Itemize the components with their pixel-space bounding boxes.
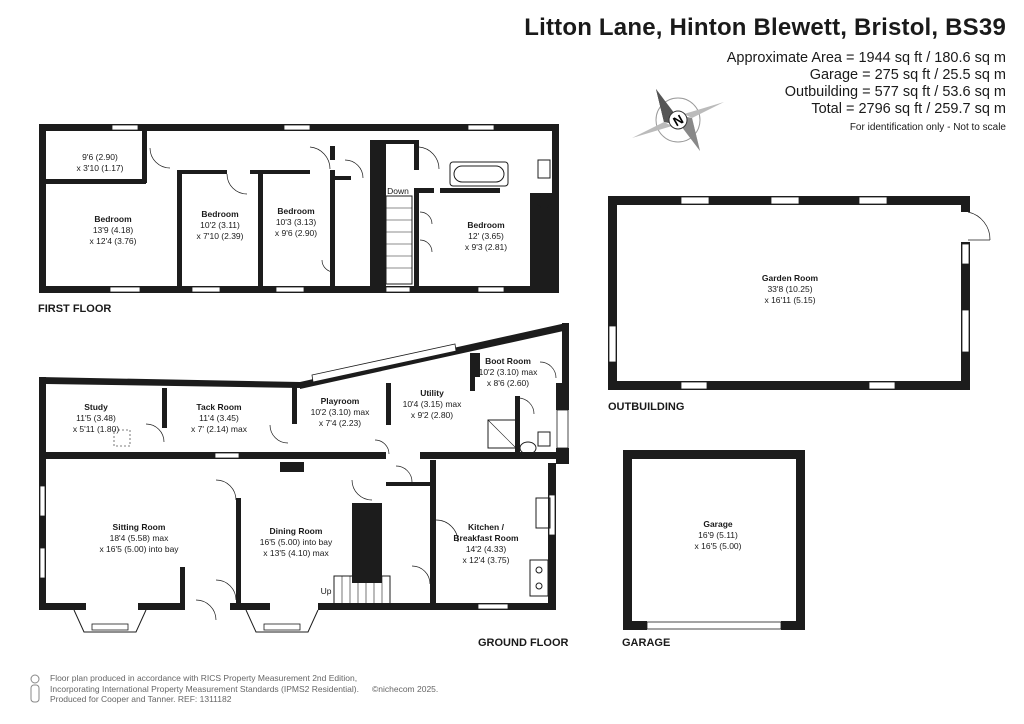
outbuilding-plan: Garden Room 33'8 (10.25) x 16'11 (5.15) …: [608, 196, 991, 413]
utility-dims-2: x 9'2 (2.80): [411, 410, 453, 420]
outbuilding-label: OUTBUILDING: [608, 401, 684, 413]
kitchen-name-2: Breakfast Room: [453, 533, 519, 543]
sitting-room-name: Sitting Room: [113, 522, 166, 532]
playroom-dims-1: 10'2 (3.10) max: [311, 407, 371, 417]
scale-note: For identification only - Not to scale: [849, 122, 1006, 133]
person-icon: [30, 674, 40, 703]
bedroom3-name: Bedroom: [277, 206, 315, 216]
area-total: Total = 2796 sq ft / 259.7 sq m: [811, 101, 1006, 117]
boot-room-dims-1: 10'2 (3.10) max: [479, 367, 539, 377]
footer-line-2: Incorporating International Property Mea…: [50, 683, 359, 694]
ground-floor-stair-label: Up: [321, 586, 332, 596]
area-garage: Garage = 275 sq ft / 25.5 sq m: [809, 67, 1006, 83]
bedroom1-dims-2: x 12'4 (3.76): [90, 236, 137, 246]
bedroom3-dims-1: 10'3 (3.13): [276, 217, 317, 227]
garage-dims-2: x 16'5 (5.00): [695, 541, 742, 551]
footer-brand: ©nichecom 2025.: [372, 684, 439, 694]
kitchen-dims-1: 14'2 (4.33): [466, 544, 507, 554]
utility-dims-1: 10'4 (3.15) max: [403, 399, 463, 409]
study-dims-1: 11'5 (3.48): [76, 413, 116, 423]
compass-rose-icon: N: [632, 89, 724, 151]
utility-name: Utility: [420, 388, 444, 398]
tack-room-dims-2: x 7' (2.14) max: [191, 424, 248, 434]
bedroom4-name: Bedroom: [467, 220, 505, 230]
garden-room-dims-2: x 16'11 (5.15): [764, 295, 815, 305]
kitchen-name: Kitchen /: [468, 522, 505, 532]
property-title: Litton Lane, Hinton Blewett, Bristol, BS…: [524, 14, 1006, 41]
bedroom1-dims-1: 13'9 (4.18): [93, 225, 134, 235]
area-outbuilding: Outbuilding = 577 sq ft / 53.6 sq m: [784, 84, 1006, 100]
garage-label: GARAGE: [622, 637, 670, 649]
garage-plan: Garage 16'9 (5.11) x 16'5 (5.00) GARAGE: [622, 450, 805, 649]
ground-floor-plan: Study 11'5 (3.48) x 5'11 (1.80) Tack Roo…: [39, 323, 569, 649]
footer-line-1: Floor plan produced in accordance with R…: [50, 673, 358, 683]
bedroom2-dims-1: 10'2 (3.11): [200, 220, 240, 230]
ground-floor-label: GROUND FLOOR: [478, 637, 568, 649]
footer-line-3: Produced for Cooper and Tanner. REF: 131…: [50, 694, 232, 704]
dining-room-dims-1: 16'5 (5.00) into bay: [260, 537, 333, 547]
bedroom3-dims-2: x 9'6 (2.90): [275, 228, 317, 238]
first-floor-stair-label: Down: [387, 186, 409, 196]
sitting-room-dims-2: x 16'5 (5.00) into bay: [99, 544, 179, 554]
footer-text: Floor plan produced in accordance with R…: [50, 673, 359, 705]
bedroom2-dims-2: x 7'10 (2.39): [197, 231, 244, 241]
boot-room-dims-2: x 8'6 (2.60): [487, 378, 529, 388]
garden-room-name: Garden Room: [762, 273, 819, 283]
bedroom1-name: Bedroom: [94, 214, 132, 224]
first-floor-plan: 9'6 (2.90) x 3'10 (1.17) Bedroom 13'9 (4…: [38, 124, 559, 315]
garden-room-dims-1: 33'8 (10.25): [767, 284, 812, 294]
boot-room-name: Boot Room: [485, 356, 531, 366]
playroom-name: Playroom: [321, 396, 360, 406]
sitting-room-dims-1: 18'4 (5.58) max: [110, 533, 170, 543]
dining-room-dims-2: x 13'5 (4.10) max: [263, 548, 329, 558]
garage-name: Garage: [703, 519, 733, 529]
landing-dims-2: x 3'10 (1.17): [77, 163, 124, 173]
playroom-dims-2: x 7'4 (2.23): [319, 418, 361, 428]
tack-room-dims-1: 11'4 (3.45): [199, 413, 239, 423]
bedroom2-name: Bedroom: [201, 209, 239, 219]
first-floor-label: FIRST FLOOR: [38, 303, 111, 315]
bedroom4-dims-2: x 9'3 (2.81): [465, 242, 507, 252]
kitchen-dims-2: x 12'4 (3.75): [463, 555, 510, 565]
tack-room-name: Tack Room: [196, 402, 242, 412]
study-name: Study: [84, 402, 108, 412]
area-approximate: Approximate Area = 1944 sq ft / 180.6 sq…: [726, 50, 1006, 66]
dining-room-name: Dining Room: [270, 526, 323, 536]
landing-dims-1: 9'6 (2.90): [82, 152, 118, 162]
garage-dims-1: 16'9 (5.11): [698, 530, 738, 540]
study-dims-2: x 5'11 (1.80): [73, 424, 120, 434]
bedroom4-dims-1: 12' (3.65): [468, 231, 504, 241]
